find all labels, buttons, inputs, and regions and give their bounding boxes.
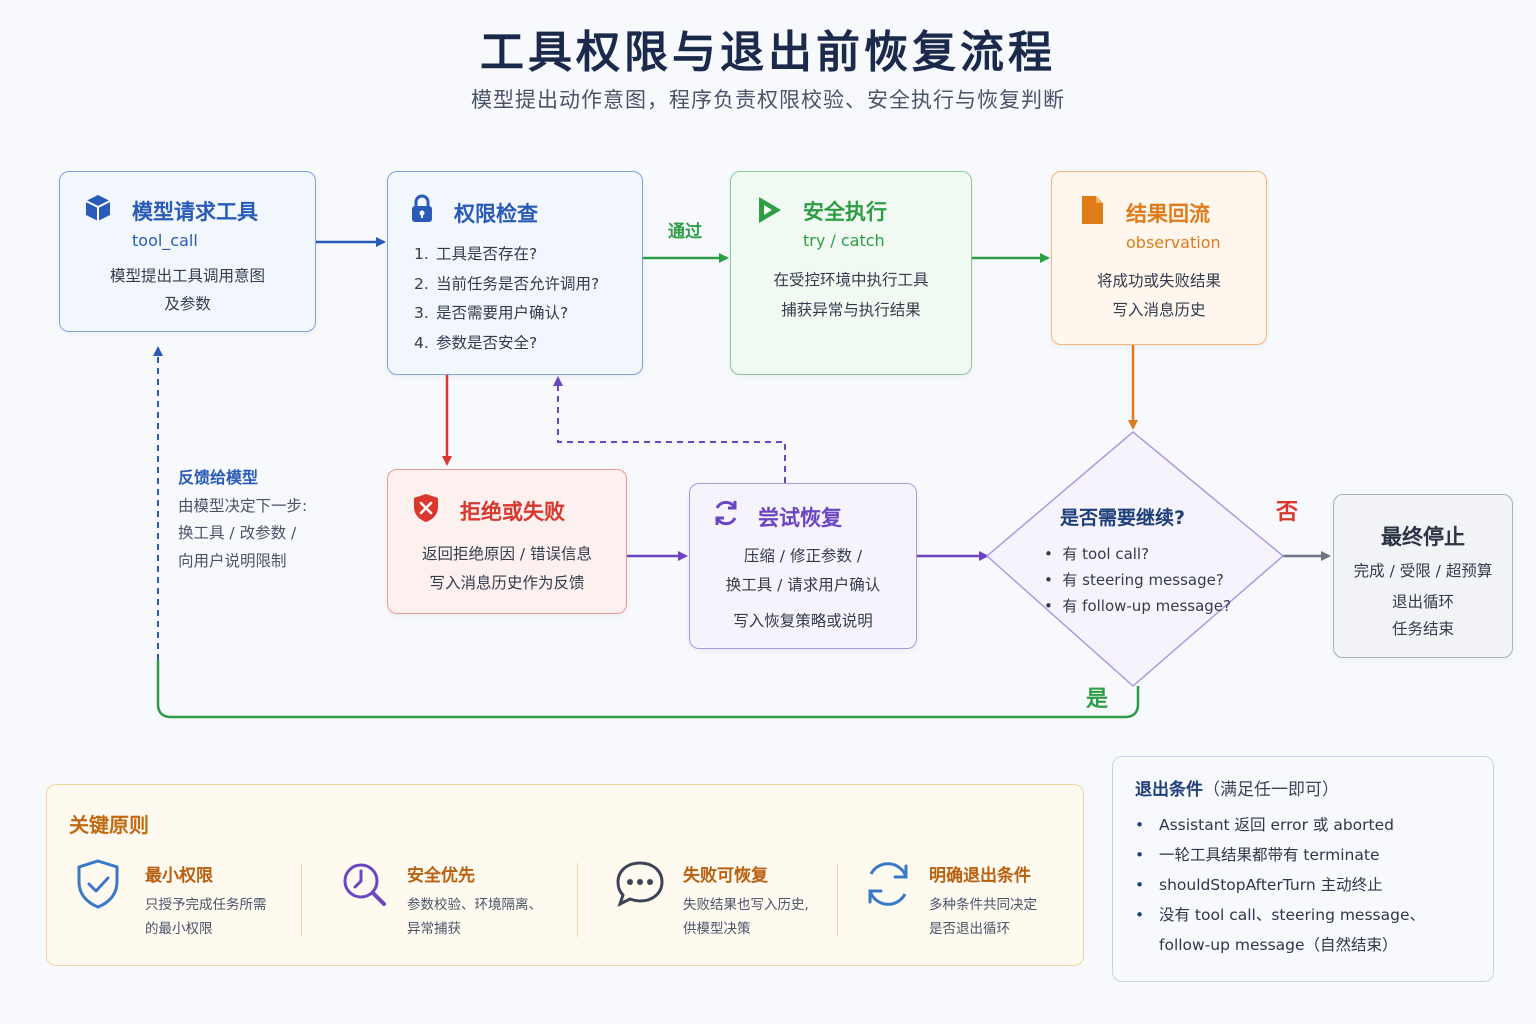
principle-desc: 供模型决策 <box>683 921 751 937</box>
exit-title: 退出条件（满足任一即可） <box>1135 780 1339 800</box>
check-item: 1.工具是否存在? <box>414 245 538 263</box>
node-recover: 尝试恢复 压缩 / 修正参数 / 换工具 / 请求用户确认 写入恢复策略或说明 <box>689 483 917 649</box>
node-desc-2: 及参数 <box>164 295 211 313</box>
magnifier-icon <box>343 863 386 906</box>
node-title: 结果回流 <box>1126 202 1210 226</box>
exit-item: •一轮工具结果都带有 terminate <box>1135 846 1380 864</box>
node-desc-1: 模型提出工具调用意图 <box>109 267 265 285</box>
node-desc-1: 将成功或失败结果 <box>1096 272 1221 290</box>
edge-label-yes: 是 <box>1086 687 1109 712</box>
node-safe-exec: 安全执行 try / catch 在受控环境中执行工具 捕获异常与执行结果 <box>730 171 972 375</box>
edge-label-no: 否 <box>1276 500 1299 525</box>
permission-checklist: 1.工具是否存在? 2.当前任务是否允许调用? 3.是否需要用户确认? 4.参数… <box>414 240 599 358</box>
feedback-line: 向用户说明限制 <box>178 552 287 570</box>
node-reject: 拒绝或失败 返回拒绝原因 / 错误信息 写入消息历史作为反馈 <box>387 469 627 614</box>
shield-check-icon <box>77 859 119 909</box>
node-code: try / catch <box>803 231 885 250</box>
node-desc-1: 在受控环境中执行工具 <box>773 271 929 289</box>
decision-item: • 有 steering message? <box>1044 571 1224 589</box>
node-title: 拒绝或失败 <box>460 500 565 524</box>
node-model-request: 模型请求工具 tool_call 模型提出工具调用意图 及参数 <box>59 171 316 332</box>
node-desc-2: 换工具 / 请求用户确认 <box>725 576 881 594</box>
feedback-line: 由模型决定下一步: <box>178 497 308 515</box>
principle-desc: 失败结果也写入历史, <box>683 897 809 913</box>
node-desc-3: 写入恢复策略或说明 <box>733 612 873 630</box>
node-desc-1: 返回拒绝原因 / 错误信息 <box>421 545 593 563</box>
node-desc-2: 退出循环 <box>1391 593 1454 611</box>
node-code: tool_call <box>132 231 198 250</box>
exit-item: •没有 tool call、steering message、 <box>1135 906 1425 924</box>
chat-bubble-icon <box>616 861 664 907</box>
principle-item: 最小权限 只授予完成任务所需 的最小权限 <box>71 855 301 937</box>
edge-decision-yes-loop <box>156 660 1140 719</box>
node-code: observation <box>1126 233 1221 252</box>
node-title: 最终停止 <box>1381 525 1465 549</box>
principle-desc: 参数校验、环境隔离、 <box>407 897 542 913</box>
decision-item: • 有 follow-up message? <box>1044 597 1231 615</box>
principle-desc: 只授予完成任务所需 <box>145 897 267 913</box>
principle-desc: 的最小权限 <box>145 921 213 937</box>
node-desc-2: 写入消息历史作为反馈 <box>429 574 585 592</box>
node-desc-3: 任务结束 <box>1391 620 1454 638</box>
decision-item: • 有 tool call? <box>1044 545 1150 563</box>
principle-desc: 多种条件共同决定 <box>929 897 1037 913</box>
principle-name: 最小权限 <box>145 866 213 886</box>
principles-divider <box>837 863 838 937</box>
feedback-line: 换工具 / 改参数 / <box>178 524 297 542</box>
node-desc-1: 完成 / 受限 / 超预算 <box>1353 562 1493 580</box>
edge-recover-to-check <box>553 376 786 483</box>
node-title: 权限检查 <box>454 202 538 226</box>
refresh-icon <box>715 500 737 526</box>
node-result-flow: 结果回流 observation 将成功或失败结果 写入消息历史 <box>1051 171 1267 345</box>
check-item: 3.是否需要用户确认? <box>414 304 569 322</box>
check-item: 2.当前任务是否允许调用? <box>414 274 600 293</box>
principles-title: 关键原则 <box>69 813 149 837</box>
check-item: 4.参数是否安全? <box>414 333 538 352</box>
principle-item: 安全优先 参数校验、环境隔离、 异常捕获 <box>337 855 577 937</box>
principles-panel: 关键原则 最小权限 只授予完成任务所需 的最小权限 安全优先 参数校验、环境隔离… <box>46 784 1084 966</box>
node-final-stop: 最终停止 完成 / 受限 / 超预算 退出循环 任务结束 <box>1333 494 1513 658</box>
node-permission-check: 权限检查 1.工具是否存在? 2.当前任务是否允许调用? 3.是否需要用户确认?… <box>387 171 643 375</box>
node-desc-2: 捕获异常与执行结果 <box>781 301 921 319</box>
exit-item: •Assistant 返回 error 或 aborted <box>1135 816 1394 834</box>
cube-icon <box>85 195 111 221</box>
exit-note: （满足任一即可） <box>1203 780 1339 800</box>
decision-title: 是否需要继续? <box>1060 507 1186 529</box>
document-icon <box>1082 196 1103 224</box>
principle-desc: 是否退出循环 <box>929 921 1010 937</box>
lock-icon <box>412 194 432 222</box>
feedback-title: 反馈给模型 <box>178 468 259 487</box>
principles-divider <box>301 863 302 937</box>
exit-item: •shouldStopAfterTurn 主动终止 <box>1135 876 1383 894</box>
node-title: 安全执行 <box>803 200 887 224</box>
page-subtitle: 模型提出动作意图，程序负责权限校验、安全执行与恢复判断 <box>471 88 1065 112</box>
play-icon <box>759 197 781 223</box>
node-desc-2: 写入消息历史 <box>1112 301 1206 319</box>
principle-desc: 异常捕获 <box>407 921 461 937</box>
page-title: 工具权限与退出前恢复流程 <box>480 27 1056 78</box>
edge-label-pass: 通过 <box>668 222 702 242</box>
principle-name: 明确退出条件 <box>929 866 1031 886</box>
shield-x-icon <box>414 494 438 522</box>
principle-item: 明确退出条件 多种条件共同决定 是否退出循环 <box>861 855 1071 937</box>
node-title: 模型请求工具 <box>132 200 258 224</box>
principles-divider <box>577 863 578 937</box>
node-title: 尝试恢复 <box>758 506 842 530</box>
principle-name: 失败可恢复 <box>683 866 768 886</box>
principle-name: 安全优先 <box>407 866 475 886</box>
exit-item-continued: follow-up message（自然结束） <box>1159 936 1398 954</box>
principle-item: 失败可恢复 失败结果也写入历史, 供模型决策 <box>613 855 843 937</box>
decision-diamond <box>985 431 1285 687</box>
cycle-icon <box>868 862 908 906</box>
node-desc-1: 压缩 / 修正参数 / <box>743 547 863 565</box>
exit-conditions-panel: 退出条件（满足任一即可） •Assistant 返回 error 或 abort… <box>1112 756 1494 982</box>
